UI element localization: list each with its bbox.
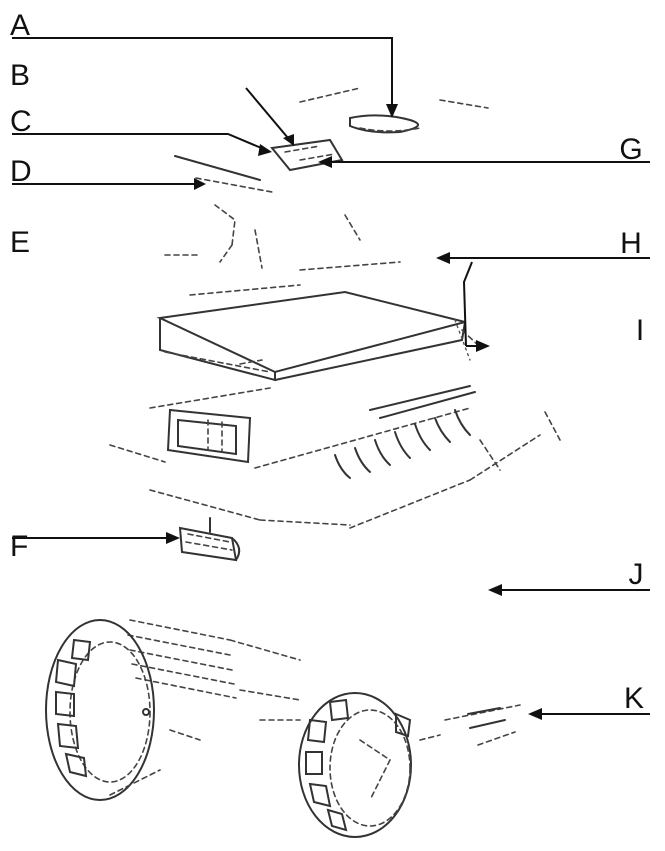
mower-sketch bbox=[45, 87, 561, 838]
callout-label-h: H bbox=[620, 227, 642, 260]
axle-sketch bbox=[419, 704, 521, 746]
callout-label-e: E bbox=[10, 226, 30, 259]
callout-label-b: B bbox=[10, 59, 30, 92]
grass-bag-sketch bbox=[156, 261, 479, 382]
chassis-sketch bbox=[127, 619, 301, 741]
callout-label-d: D bbox=[10, 155, 32, 188]
callout-label-j: J bbox=[629, 558, 644, 591]
front-wheel-sketch bbox=[298, 692, 412, 838]
leader-i bbox=[462, 261, 490, 352]
leader-g bbox=[318, 156, 650, 168]
leader-c bbox=[12, 133, 272, 156]
callout-label-g: G bbox=[619, 133, 642, 166]
leader-d bbox=[12, 178, 206, 190]
rear-wheel-sketch bbox=[45, 619, 161, 801]
callout-label-k: K bbox=[624, 682, 644, 715]
part-f-sketch bbox=[178, 517, 241, 562]
callout-label-c: C bbox=[10, 105, 32, 138]
handle-sketch bbox=[164, 87, 489, 269]
deck-sketch bbox=[109, 385, 561, 529]
leader-h bbox=[436, 252, 650, 264]
leader-f bbox=[12, 532, 180, 544]
callout-labels: A B C D E F G H I J K bbox=[10, 9, 644, 715]
callout-leaders bbox=[12, 37, 650, 720]
callout-label-a: A bbox=[10, 9, 30, 42]
callout-label-i: I bbox=[636, 314, 644, 347]
leader-k bbox=[528, 708, 650, 720]
callout-label-f: F bbox=[10, 530, 28, 563]
leader-b bbox=[245, 87, 294, 146]
leader-j bbox=[488, 584, 650, 596]
leader-a bbox=[12, 37, 398, 118]
